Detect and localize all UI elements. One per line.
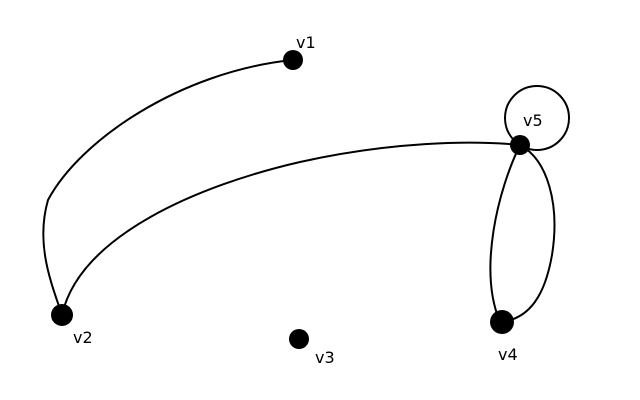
vertex-label-v5: v5	[523, 111, 543, 130]
edge-v1-v2	[42, 59, 293, 316]
vertex-label-v3: v3	[315, 348, 335, 367]
vertex-v4[interactable]	[490, 310, 514, 334]
vertex-v2[interactable]	[51, 304, 73, 326]
vertex-label-v4: v4	[498, 345, 518, 364]
vertex-v1[interactable]	[283, 50, 303, 70]
vertex-label-v1: v1	[296, 33, 316, 52]
edge-v5-v4-left	[489, 144, 521, 323]
edge-v5-loop	[504, 85, 570, 151]
vertex-v3[interactable]	[289, 329, 309, 349]
vertex-label-v2: v2	[73, 328, 93, 347]
vertex-v5[interactable]	[510, 135, 530, 155]
edge-v5-v4-right	[501, 144, 556, 323]
edge-v2-v5	[61, 141, 521, 316]
